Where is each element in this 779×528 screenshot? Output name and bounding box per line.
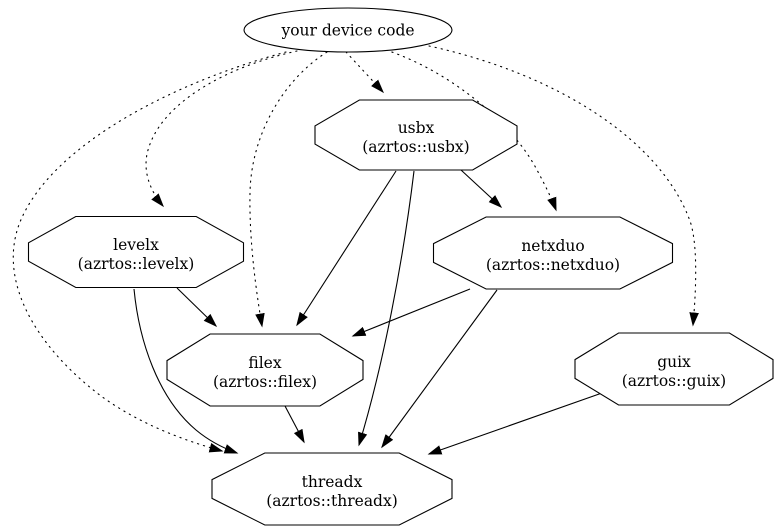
node-filex-sublabel: (azrtos::filex)	[213, 373, 317, 391]
edge-usbx-to-threadx	[358, 170, 415, 447]
node-guix-sublabel: (azrtos::guix)	[622, 372, 726, 390]
edge-device-code-to-guix	[428, 45, 699, 327]
edge-usbx-to-netxduo	[460, 169, 503, 209]
node-netxduo: netxduo(azrtos::netxduo)	[432, 216, 674, 290]
edge-filex-to-threadx	[284, 405, 305, 444]
node-usbx-label: usbx	[398, 119, 435, 137]
node-threadx-sublabel: (azrtos::threadx)	[266, 492, 398, 510]
nodes-layer: your device codeusbx(azrtos::usbx)levelx…	[27, 7, 774, 526]
node-usbx-shape	[314, 99, 518, 171]
edge-levelx-to-threadx	[133, 288, 239, 454]
node-levelx-label: levelx	[113, 236, 159, 254]
node-netxduo-shape	[432, 216, 674, 290]
node-threadx-label: threadx	[302, 473, 363, 491]
node-levelx-shape	[27, 215, 245, 289]
node-netxduo-label: netxduo	[521, 237, 584, 255]
edge-device-code-to-filex	[249, 51, 328, 328]
node-threadx: threadx(azrtos::threadx)	[211, 452, 453, 526]
edge-device-code-to-netxduo	[385, 49, 557, 212]
node-device-code-shape	[243, 7, 453, 53]
node-filex: filex(azrtos::filex)	[166, 333, 364, 407]
node-usbx: usbx(azrtos::usbx)	[314, 99, 518, 171]
node-guix: guix(azrtos::guix)	[574, 332, 774, 406]
node-usbx-sublabel: (azrtos::usbx)	[362, 138, 469, 156]
node-netxduo-sublabel: (azrtos::netxduo)	[486, 256, 620, 274]
node-device-code-label: your device code	[280, 22, 414, 40]
edges-layer	[12, 45, 699, 455]
edge-usbx-to-filex	[296, 170, 397, 327]
node-levelx: levelx(azrtos::levelx)	[27, 215, 245, 289]
node-threadx-shape	[211, 452, 453, 526]
node-device-code: your device code	[243, 7, 453, 53]
edge-guix-to-threadx	[427, 392, 603, 455]
node-levelx-sublabel: (azrtos::levelx)	[78, 255, 195, 273]
node-guix-shape	[574, 332, 774, 406]
node-filex-label: filex	[248, 354, 281, 372]
edge-device-code-to-threadx	[12, 51, 287, 453]
edge-levelx-to-filex	[176, 287, 218, 328]
edge-netxduo-to-filex	[351, 288, 471, 337]
node-filex-shape	[166, 333, 364, 407]
edge-device-code-to-usbx	[345, 51, 385, 94]
node-guix-label: guix	[657, 353, 691, 371]
edge-device-code-to-levelx	[145, 50, 298, 208]
edge-netxduo-to-threadx	[381, 289, 498, 449]
